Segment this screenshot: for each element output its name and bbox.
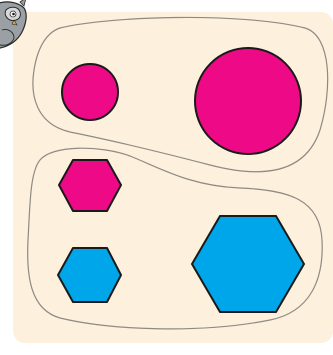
small-magenta-hexagon	[59, 160, 121, 211]
small-cyan-hexagon	[58, 248, 121, 302]
large-cyan-hexagon	[192, 216, 304, 312]
large-magenta-circle	[195, 48, 301, 154]
owl-mascot-icon	[0, 0, 28, 50]
small-magenta-circle	[62, 64, 118, 120]
